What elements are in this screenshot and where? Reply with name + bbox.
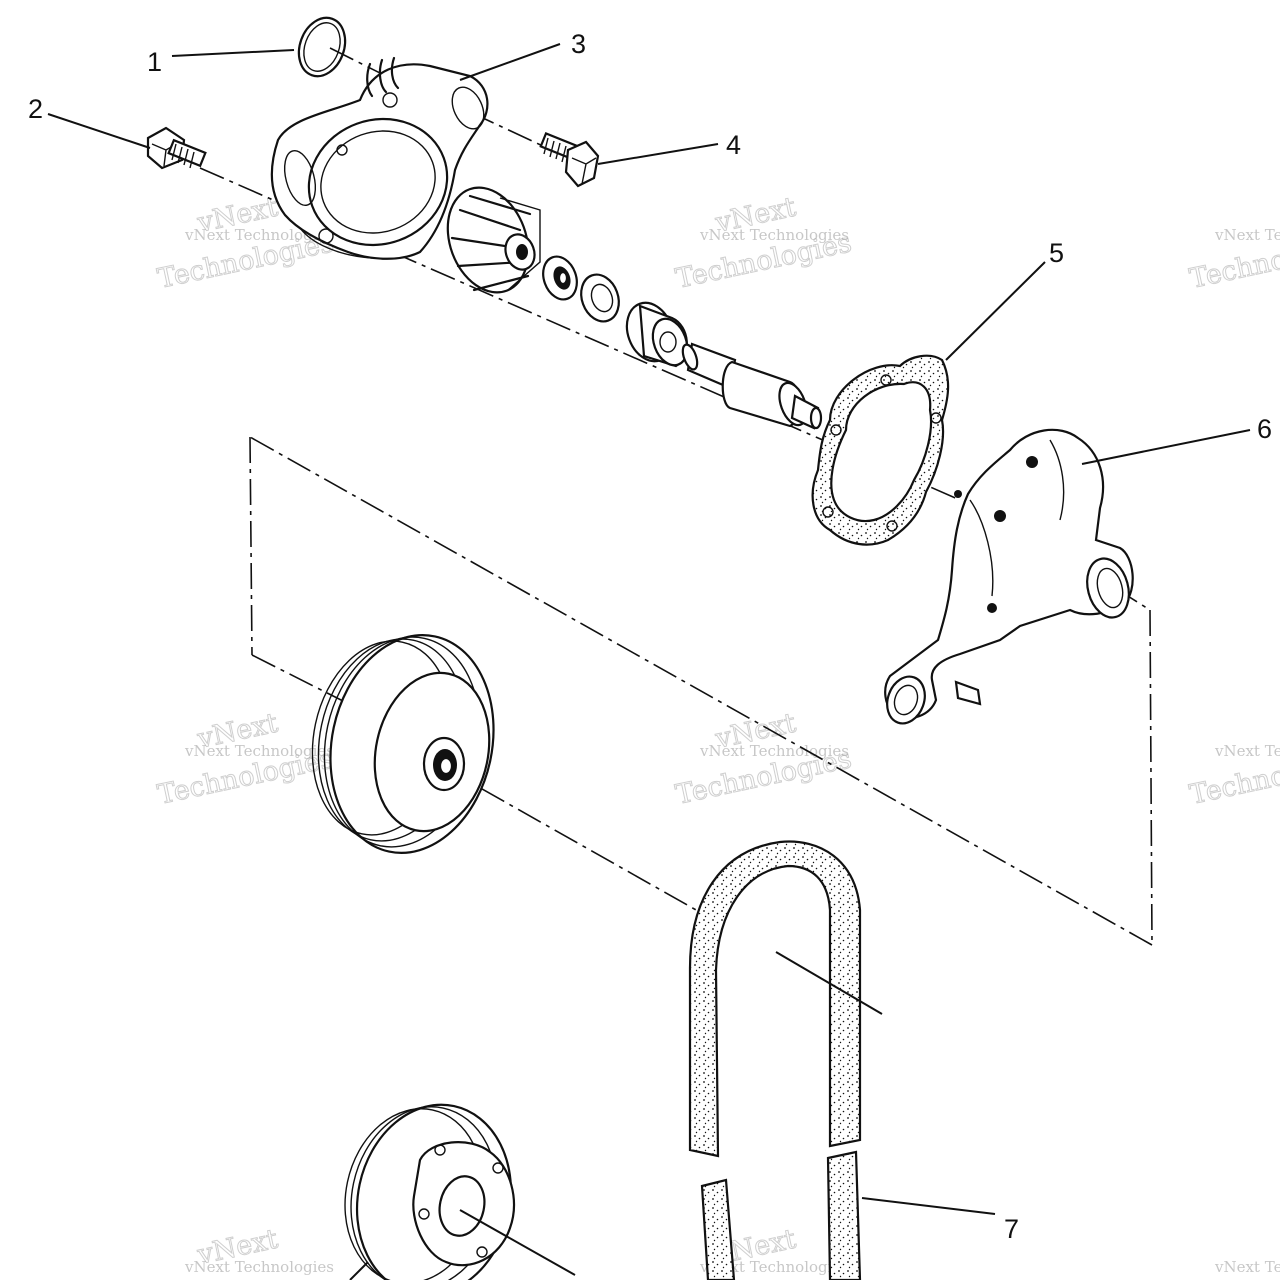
crank-pulley bbox=[344, 1103, 515, 1280]
leader-1 bbox=[171, 49, 295, 57]
axis-right-vertical bbox=[1149, 609, 1153, 946]
pump-body bbox=[884, 428, 1134, 725]
callout-5: 5 bbox=[1049, 238, 1064, 268]
pump-cover bbox=[270, 56, 489, 260]
bearing bbox=[625, 301, 689, 368]
watermark-bottom-right: vNext Technologies bbox=[1214, 1258, 1280, 1276]
pump-shaft bbox=[681, 342, 823, 430]
leader-6 bbox=[1081, 429, 1251, 465]
watermark-top-right: vNext Technologies Technologies bbox=[1187, 226, 1280, 295]
callout-4: 4 bbox=[726, 130, 741, 160]
svg-text:vNext Technologies: vNext Technologies bbox=[184, 1258, 334, 1276]
bolt-right bbox=[539, 131, 600, 188]
svg-text:vNext Technologies: vNext Technologies bbox=[1214, 226, 1280, 244]
svg-text:vNext Technologies: vNext Technologies bbox=[184, 742, 334, 760]
axis-frame-diagonal bbox=[249, 436, 1153, 946]
leader-belt-span bbox=[775, 951, 883, 1015]
leader-2 bbox=[47, 113, 151, 149]
bolt-left bbox=[146, 126, 207, 170]
svg-text:vNext Technologies: vNext Technologies bbox=[1214, 1258, 1280, 1276]
gasket bbox=[811, 354, 950, 546]
watermark-group: vNext Technologies vNext Technologies vN… bbox=[155, 191, 1280, 1276]
axis-pulley-to-belt bbox=[444, 767, 706, 916]
leader-3 bbox=[459, 43, 561, 81]
leader-7 bbox=[861, 1197, 996, 1215]
seal-small bbox=[542, 255, 578, 301]
leader-lines bbox=[47, 43, 1251, 1280]
leader-crank-pulley bbox=[459, 1209, 576, 1276]
callout-6: 6 bbox=[1257, 414, 1272, 444]
leader-4 bbox=[597, 143, 719, 165]
leader-5 bbox=[945, 261, 1046, 361]
callout-labels: 1 2 3 4 5 6 7 bbox=[28, 29, 1272, 1244]
watermark-mid-right: vNext Technologies Technologies bbox=[1187, 742, 1280, 811]
pump-pulley bbox=[311, 634, 495, 854]
callout-7: 7 bbox=[1004, 1214, 1019, 1244]
svg-text:vNext Technologies: vNext Technologies bbox=[699, 742, 849, 760]
v-belt bbox=[688, 840, 862, 1280]
impeller bbox=[446, 186, 541, 294]
callout-3: 3 bbox=[571, 29, 586, 59]
svg-text:vNext Technologies: vNext Technologies bbox=[1214, 742, 1280, 760]
callout-2: 2 bbox=[28, 94, 43, 124]
watermark-mid-center: vNext Technologies vNext Technologies bbox=[673, 707, 855, 811]
svg-text:vNext Technologies: vNext Technologies bbox=[184, 226, 334, 244]
svg-text:vNext Technologies: vNext Technologies bbox=[699, 226, 849, 244]
seal-ring bbox=[580, 273, 620, 323]
axis-left-vertical bbox=[249, 436, 253, 656]
watermark-top-center: vNext Technologies vNext Technologies bbox=[673, 191, 855, 295]
watermark-mid-left: vNext Technologies vNext Technologies bbox=[155, 707, 337, 811]
o-ring bbox=[297, 16, 347, 78]
svg-text:vNext Technologies: vNext Technologies bbox=[699, 1258, 849, 1276]
callout-1: 1 bbox=[147, 47, 162, 77]
axis-pulley-top bbox=[251, 654, 346, 703]
leader-bottom-left bbox=[349, 1261, 369, 1280]
watermark-bottom-left: vNext Technologies vNext bbox=[184, 1223, 334, 1276]
